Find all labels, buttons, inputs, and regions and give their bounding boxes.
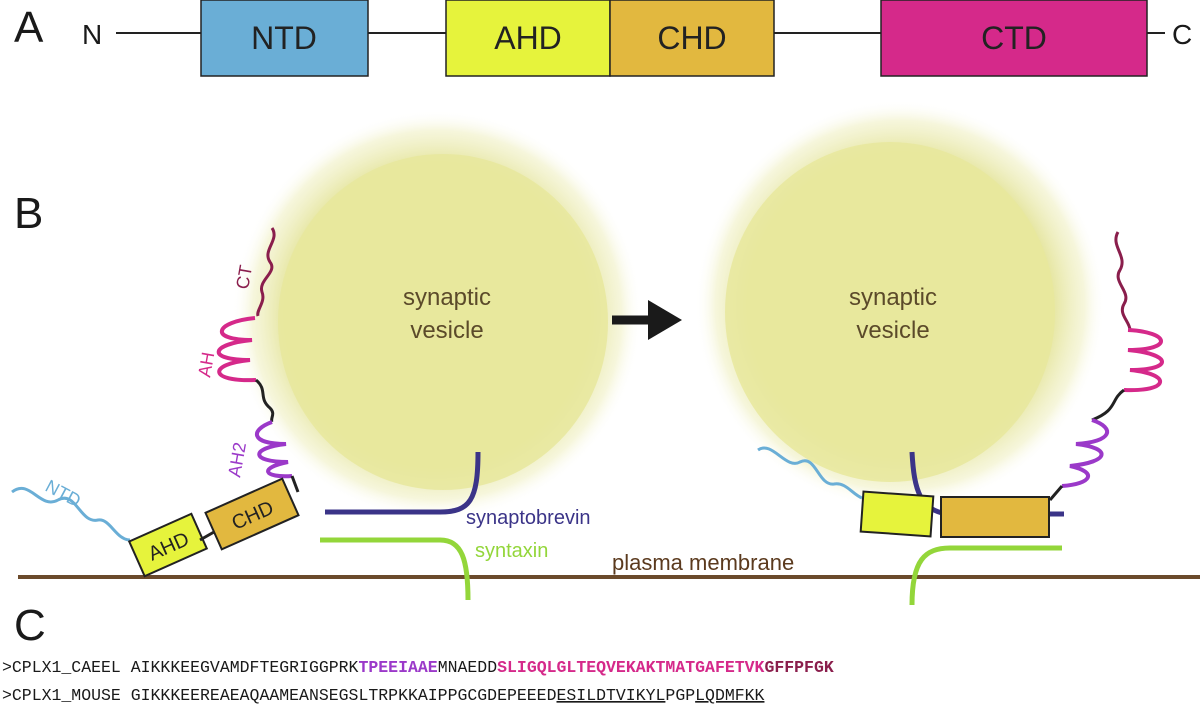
syntaxin-label: syntaxin: [475, 540, 548, 562]
linker-left-1: [254, 378, 275, 423]
vesicle-right-label-line2: vesicle: [856, 317, 929, 344]
sequence-segment: SLIGQLGLTEQVEKAKTMATGAFETVK: [497, 658, 764, 677]
ct-left: [256, 227, 276, 317]
domain-ahd-label: AHD: [494, 20, 562, 56]
domain-ntd-box: [200, 0, 369, 77]
sequence-segment: TPEEIAAE: [358, 658, 437, 677]
domain-chd-box: [609, 0, 775, 77]
syntaxin-left: [320, 537, 471, 601]
ntd-left: [11, 487, 131, 542]
chd-box-left: [204, 477, 300, 551]
syntaxin-right: [909, 545, 1062, 606]
ah-helix-right: [1123, 328, 1164, 393]
panel-a: A N C NTD AHD CHD CTD: [14, 0, 1192, 77]
sequence-segment: MNAEDD: [438, 658, 498, 677]
ct-right: [1114, 231, 1132, 331]
plasma-membrane-label: plasma membrane: [612, 550, 794, 575]
domain-ctd-label: CTD: [981, 20, 1047, 56]
sequence-row-caeel: >CPLX1_CAEEL AIKKKEEGVAMDFTEGRIGGPRKTPEE…: [2, 658, 834, 677]
domain-chd-label: CHD: [657, 20, 726, 56]
synaptobrevin-label: synaptobrevin: [466, 507, 591, 529]
synaptobrevin-left: [325, 451, 481, 515]
ah-helix-left: [216, 316, 257, 383]
vesicle-left-label-line1: synaptic: [403, 284, 491, 311]
ah2-helix-left: [254, 420, 293, 479]
panel-b-letter: B: [14, 189, 43, 238]
transition-arrow: [612, 300, 682, 340]
sequence-segment: LQDMFKK: [695, 686, 764, 705]
panel-c-letter: C: [14, 601, 46, 650]
n-terminus-label: N: [82, 19, 102, 50]
domain-ahd-box: [445, 0, 611, 77]
vesicle-right-label-line1: synaptic: [849, 284, 937, 311]
ct-label-left: CT: [232, 264, 256, 291]
vesicle-right: [695, 100, 1105, 510]
linker-left-2: [290, 475, 300, 493]
panel-b: B synaptic vesicle synaptic vesicle plas…: [11, 100, 1200, 606]
domain-ctd-box: [880, 0, 1148, 77]
ahd-box-left: [127, 512, 209, 578]
ah2-helix-right: [1061, 418, 1110, 488]
vesicle-left-label-line2: vesicle: [410, 317, 483, 344]
linker-left-3: [199, 530, 215, 542]
ah-label-left: AH: [194, 351, 218, 379]
ntd-right: [757, 446, 863, 500]
sequence-row-mouse: >CPLX1_MOUSE GIKKKEEREAEAQAAMEANSEGSLTRP…: [2, 686, 765, 705]
vesicle-left: [232, 110, 642, 520]
linker-right-1: [1091, 388, 1125, 422]
complexin-right: [757, 231, 1164, 538]
panel-a-letter: A: [14, 3, 44, 52]
complexin-left: NTD AHD CHD CT AH AH2: [11, 227, 300, 578]
panel-c: C >CPLX1_CAEEL AIKKKEEGVAMDFTEGRIGGPRKTP…: [2, 601, 834, 705]
c-terminus-label: C: [1172, 19, 1192, 50]
linker-right-2: [1048, 485, 1064, 501]
ahd-box-right: [859, 490, 935, 538]
sequence-segment: ESILDTVIKYL: [557, 686, 666, 705]
ah2-label-left: AH2: [224, 441, 250, 479]
sequence-segment: GFFPFGK: [764, 658, 833, 677]
sequence-segment: >CPLX1_MOUSE GIKKKEEREAEAQAAMEANSEGSLTRP…: [2, 686, 557, 705]
domain-ntd-label: NTD: [251, 20, 317, 56]
sequence-segment: >CPLX1_CAEEL AIKKKEEGVAMDFTEGRIGGPRK: [2, 658, 359, 677]
chd-box-right: [940, 496, 1050, 538]
sequence-segment: PGP: [665, 686, 695, 705]
